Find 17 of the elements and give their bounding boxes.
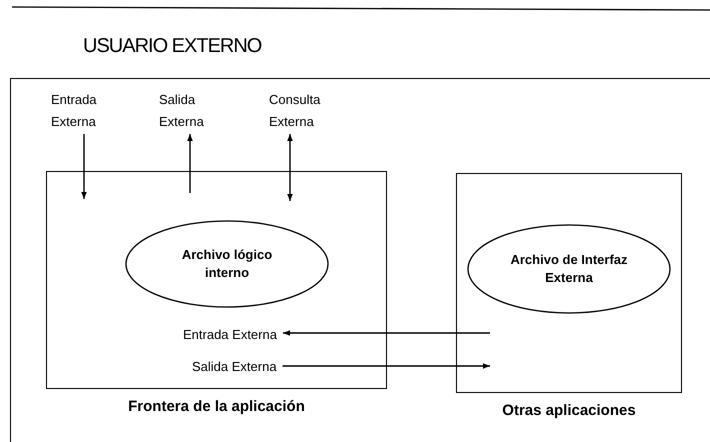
arrow: [187, 134, 193, 193]
file-ellipse: [467, 224, 671, 314]
arrow: [81, 134, 87, 199]
transaction-label: Entrada Externa: [183, 324, 277, 346]
file-label: Archivo lógico interno: [180, 246, 274, 282]
arrow: [282, 330, 490, 336]
box-caption: Otras aplicaciones: [501, 402, 637, 419]
file-label: Archivo de Interfaz Externa: [509, 250, 629, 287]
arrow: [282, 363, 490, 369]
transaction-label: Consulta Externa: [269, 89, 355, 133]
transaction-label: Salida Externa: [159, 89, 239, 133]
transaction-label: Entrada Externa: [51, 89, 131, 133]
frame-heading: USUARIO EXTERNO: [83, 35, 262, 58]
transaction-label: Salida Externa: [192, 356, 277, 378]
box-caption: Frontera de la aplicación: [127, 398, 306, 415]
file-ellipse: [125, 220, 329, 308]
arrow: [287, 134, 293, 201]
